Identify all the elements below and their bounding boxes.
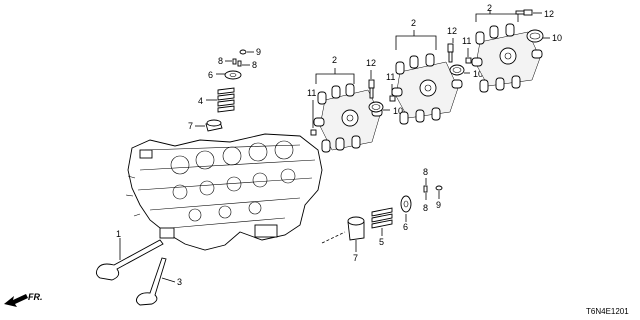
exhaust-valve[interactable] (135, 257, 167, 306)
front-direction-indicator: FR. (4, 292, 43, 307)
dowel-pin-a[interactable] (310, 129, 317, 136)
callout-spring-ex: 5 (379, 237, 384, 247)
callout-cap-in: 9 (256, 47, 261, 57)
rocker-arm-assembly-b[interactable] (391, 53, 463, 125)
front-arrow-icon (4, 294, 28, 307)
callout-seal-ex: 7 (353, 253, 358, 263)
cylinder-head[interactable] (125, 133, 323, 251)
callout-valve-in: 1 (116, 229, 121, 239)
callout-pin-b: 11 (386, 72, 395, 82)
valve-spring-intake[interactable] (217, 87, 235, 113)
diagram-code: T6N4E1201 (586, 307, 629, 316)
valve-spring-exhaust[interactable] (371, 207, 393, 229)
rocker-arm-assembly-c[interactable] (471, 23, 543, 93)
callout-rocker-a: 2 (332, 55, 337, 65)
callout-oring-b: 10 (473, 69, 483, 79)
bolt-a[interactable] (368, 79, 375, 99)
cap-intake[interactable] (239, 49, 247, 55)
valve-stem-seal-exhaust[interactable] (347, 216, 365, 241)
callout-cotter-ex-b: 8 (423, 203, 428, 213)
callout-bolt-a: 12 (366, 58, 376, 68)
retainer-intake[interactable] (224, 70, 242, 80)
callout-oring-a: 10 (393, 106, 403, 116)
bolt-c[interactable] (515, 9, 533, 16)
cotter-intake[interactable] (232, 58, 242, 67)
retainer-exhaust[interactable] (400, 195, 412, 213)
valve-stem-seal-intake[interactable] (205, 119, 223, 132)
callout-pin-c: 11 (462, 36, 471, 46)
bracket-leader (475, 13, 519, 22)
cotter-exhaust[interactable] (423, 185, 428, 193)
leader-line (161, 277, 176, 283)
cap-exhaust[interactable] (435, 185, 443, 191)
callout-seal-in: 7 (188, 121, 193, 131)
callout-spring-in: 4 (198, 96, 203, 106)
callout-cotter-in-a: 8 (218, 56, 223, 66)
dowel-pin-b[interactable] (389, 95, 396, 102)
callout-valve-ex: 3 (177, 277, 182, 287)
bolt-b[interactable] (447, 43, 454, 63)
callout-bolt-b: 12 (447, 26, 457, 36)
o-ring-a[interactable] (368, 101, 384, 113)
callout-cap-ex: 9 (436, 200, 441, 210)
intake-valve[interactable] (95, 239, 164, 281)
callout-bolt-c: 12 (544, 9, 554, 19)
callout-cotter-in-b: 8 (252, 60, 257, 70)
o-ring-b[interactable] (449, 64, 465, 76)
callout-retainer-in: 6 (208, 70, 213, 80)
bracket-leader (395, 35, 437, 50)
front-label: FR. (28, 292, 43, 302)
callout-cotter-ex-a: 8 (423, 167, 428, 177)
callout-pin-a: 11 (307, 88, 316, 98)
o-ring-c[interactable] (526, 29, 544, 43)
callout-rocker-b: 2 (411, 18, 416, 28)
callout-retainer-ex: 6 (403, 222, 408, 232)
dowel-pin-c[interactable] (465, 57, 472, 64)
callout-oring-c: 10 (552, 33, 562, 43)
rocker-arm-assembly-a[interactable] (313, 83, 383, 153)
callout-rocker-c: 2 (487, 3, 492, 13)
bracket-leader (315, 73, 355, 84)
dashed-guide-line (321, 231, 346, 244)
